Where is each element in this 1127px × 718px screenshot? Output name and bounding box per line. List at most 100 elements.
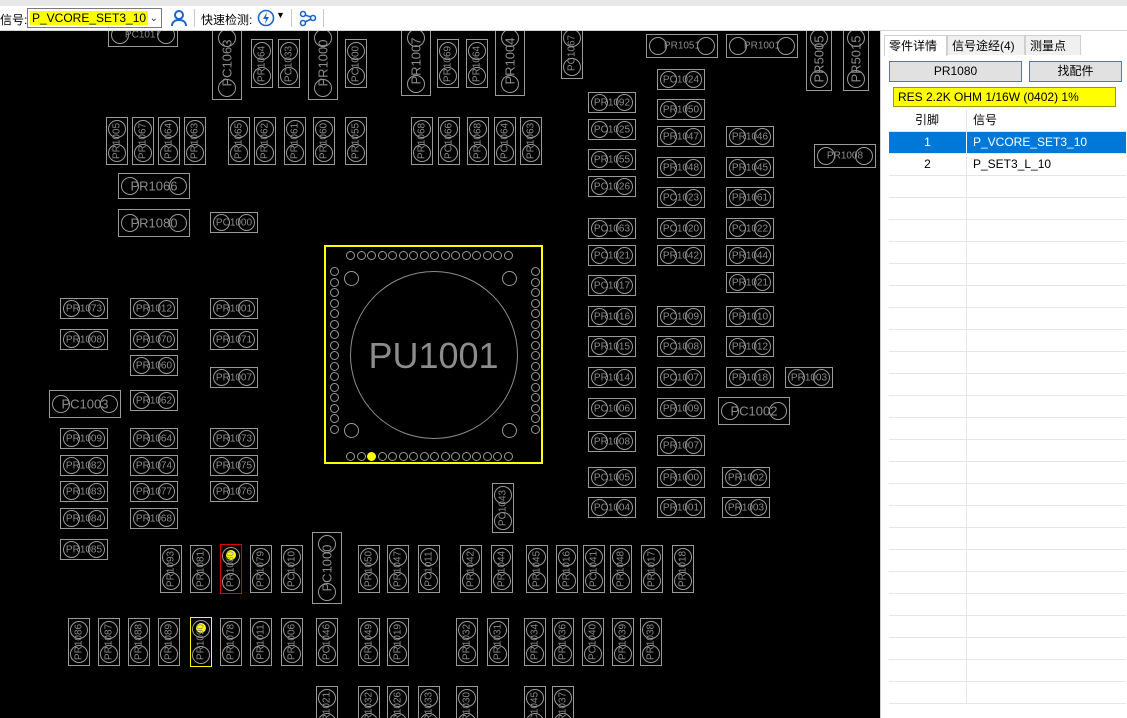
component-pr5005[interactable]: PR5005 [806, 31, 832, 91]
lightning-icon[interactable] [257, 9, 275, 27]
component-pc1041[interactable]: PC1041 [583, 545, 605, 593]
component-pr1026[interactable]: PR1026 [387, 686, 409, 718]
component-pr1000[interactable]: PR1000 [308, 31, 338, 100]
component-pr1033[interactable]: PR1033 [418, 686, 440, 718]
component-pr1069[interactable]: PR1069 [437, 39, 459, 88]
component-pr1011[interactable]: PR1011 [250, 618, 272, 666]
component-pr1007[interactable]: PR1007 [210, 367, 258, 388]
component-pc1022[interactable]: PC1022 [726, 218, 774, 239]
component-pc1000[interactable]: PC1000 [210, 212, 258, 233]
component-pr1045[interactable]: PR1045 [526, 545, 548, 593]
component-pr1061[interactable]: PR1061 [726, 187, 774, 208]
component-pc1025[interactable]: PC1025 [588, 119, 636, 140]
component-pr1068[interactable]: PR1068 [467, 117, 489, 165]
component-pc1009[interactable]: PC1009 [657, 306, 705, 327]
component-pr1051[interactable]: PR1051 [646, 34, 718, 58]
component-pr1003[interactable]: PR1003 [722, 497, 770, 518]
component-pr1008[interactable]: PR1008 [60, 329, 108, 350]
component-pr1004[interactable]: PR1004 [495, 31, 525, 96]
component-pr1001[interactable]: PR1001 [726, 34, 798, 58]
component-pc1003[interactable]: PC1003 [49, 390, 121, 418]
component-pr1009[interactable]: PR1009 [60, 428, 108, 449]
signal-select[interactable]: P_VCORE_SET3_10 ⌄ [27, 8, 162, 28]
component-pr1037[interactable]: PR1037 [552, 686, 574, 718]
component-pr1001[interactable]: PR1001 [657, 497, 705, 518]
component-pr1021[interactable]: PR1021 [316, 686, 338, 718]
component-pc1008[interactable]: PC1008 [657, 336, 705, 357]
tab-1[interactable]: 信号途经(4) [947, 35, 1025, 55]
chevron-down-icon[interactable]: ⌄ [149, 13, 158, 24]
pin-column-header[interactable]: 引脚 [889, 110, 967, 131]
component-pr1063[interactable]: PR1063 [184, 117, 206, 165]
component-pc1063[interactable]: PC1063 [212, 31, 242, 100]
component-pr1048[interactable]: PR1048 [657, 157, 705, 178]
component-pr1019[interactable]: PR1019 [387, 618, 409, 666]
component-pr1075[interactable]: PR1075 [210, 455, 258, 476]
component-pr1085[interactable]: PR1085 [60, 539, 108, 560]
component-pc1010[interactable]: PC1010 [281, 545, 303, 593]
route-icon[interactable] [299, 9, 317, 27]
component-pc1024[interactable]: PC1024 [657, 69, 705, 90]
component-pc1033[interactable]: PC1033 [278, 39, 300, 88]
component-pr1093[interactable]: PR1093 [160, 545, 182, 593]
component-pr1081[interactable]: PR1081 [190, 545, 212, 593]
component-pr1009[interactable]: PR1009 [657, 398, 705, 419]
component-pc1004[interactable]: PC1004 [588, 497, 636, 518]
component-pr1002[interactable]: PR1002 [722, 467, 770, 488]
component-pr1016[interactable]: PR1016 [588, 306, 636, 327]
component-pc1043[interactable]: PC1043 [492, 483, 514, 533]
component-pr1090[interactable]: PR1090 [190, 617, 212, 667]
tab-2[interactable]: 测量点 [1025, 35, 1081, 55]
component-pr1016[interactable]: PR1016 [556, 545, 578, 593]
signal-column-header[interactable]: 信号 [973, 113, 998, 127]
component-pr1073[interactable]: PR1073 [60, 298, 108, 319]
component-pr1068[interactable]: PR1068 [411, 117, 433, 165]
component-pr1001[interactable]: PR1001 [210, 298, 258, 319]
quick-check-dropdown-icon[interactable]: ▼ [276, 10, 285, 20]
component-pr1042[interactable]: PR1042 [657, 245, 705, 266]
component-pc1067[interactable]: PC1067 [561, 31, 583, 79]
component-pr1074[interactable]: PR1074 [130, 455, 178, 476]
component-pc1063[interactable]: PC1063 [588, 218, 636, 239]
component-pr1060[interactable]: PR1060 [313, 117, 335, 165]
component-pr1086[interactable]: PR1086 [68, 618, 90, 666]
user-search-icon[interactable] [170, 9, 188, 27]
component-pr1055[interactable]: PR1055 [588, 149, 636, 170]
component-pc1046[interactable]: PC1046 [316, 618, 338, 666]
component-pr1034[interactable]: PR1034 [524, 618, 546, 666]
component-pr1082[interactable]: PR1082 [60, 455, 108, 476]
component-pr1003[interactable]: PR1003 [785, 367, 833, 388]
component-pr1073[interactable]: PR1073 [210, 428, 258, 449]
component-pr1089[interactable]: PR1089 [158, 618, 180, 666]
component-pr1084[interactable]: PR1084 [60, 508, 108, 529]
component-pr1031[interactable]: PR1031 [487, 618, 509, 666]
component-pr1068[interactable]: PR1068 [130, 508, 178, 529]
component-pr1047[interactable]: PR1047 [387, 545, 409, 593]
component-pr1070[interactable]: PR1070 [130, 329, 178, 350]
component-pr5015[interactable]: PR5015 [843, 31, 869, 91]
component-pr1007[interactable]: PR1007 [657, 435, 705, 456]
component-pr1048[interactable]: PR1048 [610, 545, 632, 593]
component-pr1067[interactable]: PR1067 [132, 117, 154, 165]
component-pr1092[interactable]: PR1092 [588, 92, 636, 113]
component-pr1045[interactable]: PR1045 [726, 157, 774, 178]
component-pr1008[interactable]: PR1008 [588, 431, 636, 452]
component-pc1020[interactable]: PC1020 [657, 218, 705, 239]
component-pr1036[interactable]: PR1036 [552, 618, 574, 666]
part-name-button[interactable]: PR1080 [889, 61, 1022, 82]
component-pc1066[interactable]: PC1066 [438, 117, 460, 165]
component-pr1049[interactable]: PR1049 [358, 618, 380, 666]
component-pc1017[interactable]: PC1017 [108, 31, 178, 47]
component-pr1018[interactable]: PR1018 [672, 545, 694, 593]
component-pr1018[interactable]: PR1018 [726, 367, 774, 388]
component-pr1038[interactable]: PR1038 [640, 618, 662, 666]
component-pr1047[interactable]: PR1047 [657, 126, 705, 147]
component-pr1050[interactable]: PR1050 [657, 99, 705, 120]
component-pc1026[interactable]: PC1026 [588, 176, 636, 197]
component-pr1015[interactable]: PR1015 [588, 336, 636, 357]
component-pr1005[interactable]: PR1005 [106, 117, 128, 165]
component-pc1011[interactable]: PC1011 [418, 545, 440, 593]
